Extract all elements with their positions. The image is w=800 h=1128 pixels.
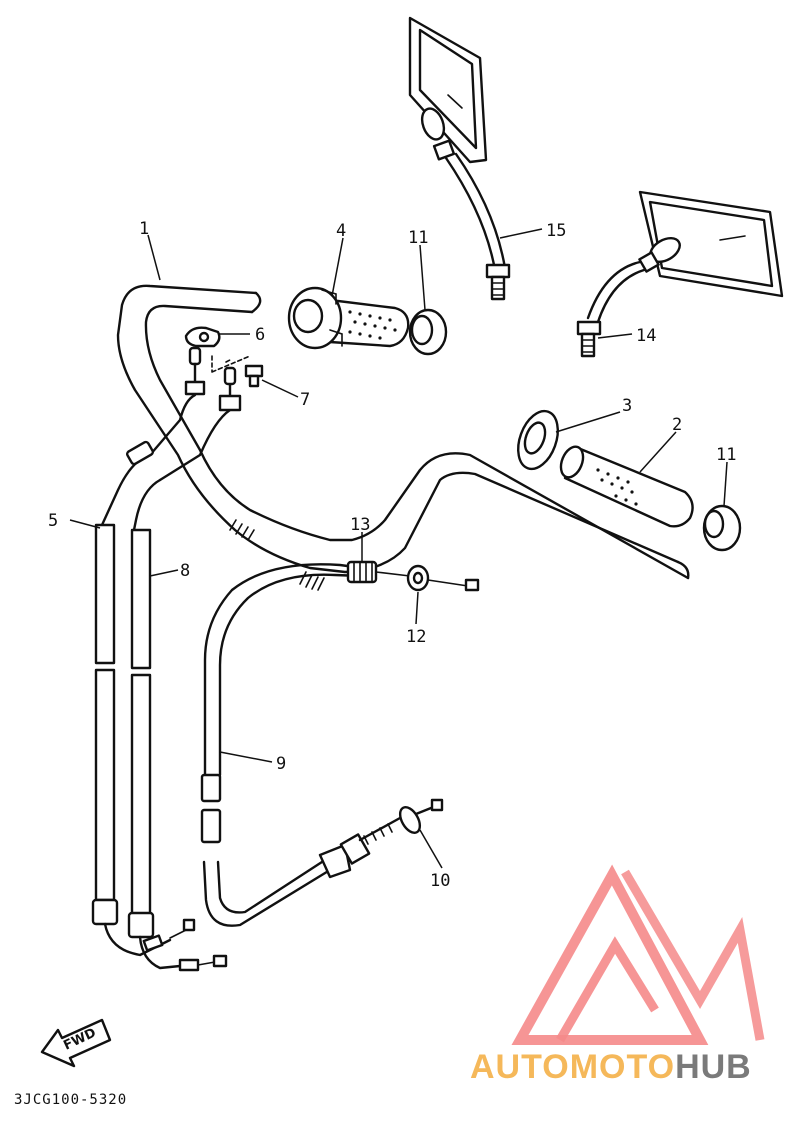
mirror-right [576, 190, 784, 358]
clutch-cable [200, 563, 444, 927]
callout-1: 1 [139, 219, 149, 239]
grip-end-upper [408, 308, 448, 356]
callout-5: 5 [48, 511, 58, 531]
grip-end-lower [702, 504, 742, 552]
callout-6: 6 [255, 325, 265, 345]
mirror-left [408, 16, 511, 301]
watermark-text-hub: HUB [675, 1048, 752, 1086]
callout-12: 12 [406, 627, 426, 647]
callout-2: 2 [672, 415, 682, 435]
callout-10: 10 [430, 871, 450, 891]
callout-7: 7 [300, 390, 310, 410]
watermark-text-auto: AUTOMOTO [470, 1048, 675, 1086]
left-grip [559, 445, 694, 528]
leader-lines [69, 228, 728, 869]
callout-11-upper: 11 [408, 228, 428, 248]
callout-15: 15 [546, 221, 566, 241]
callout-13: 13 [350, 515, 370, 535]
throttle-grip [287, 286, 410, 350]
cable-guide-clamp [184, 326, 221, 348]
callout-9: 9 [276, 754, 286, 774]
adjuster-locknut [406, 564, 480, 592]
diagram-reference-code: 3JCG100-5320 [14, 1092, 127, 1108]
handlebar [116, 284, 690, 591]
callout-14: 14 [636, 326, 656, 346]
watermark-logo: AUTOMOTOHUB [470, 864, 765, 1086]
clamp-screw [244, 364, 264, 388]
callout-3: 3 [622, 396, 632, 416]
svg-text:AUTOMOTOHUB: AUTOMOTOHUB [470, 1048, 752, 1086]
grip-collar [517, 409, 559, 471]
callout-4: 4 [336, 221, 346, 241]
callout-8: 8 [180, 561, 190, 581]
throttle-cables [91, 346, 242, 972]
callout-11-lower: 11 [716, 445, 736, 465]
forward-direction-arrow: FWD [40, 1018, 112, 1068]
callout-labels: 1 2 3 4 5 6 7 8 9 10 11 11 12 13 14 15 [48, 219, 736, 891]
